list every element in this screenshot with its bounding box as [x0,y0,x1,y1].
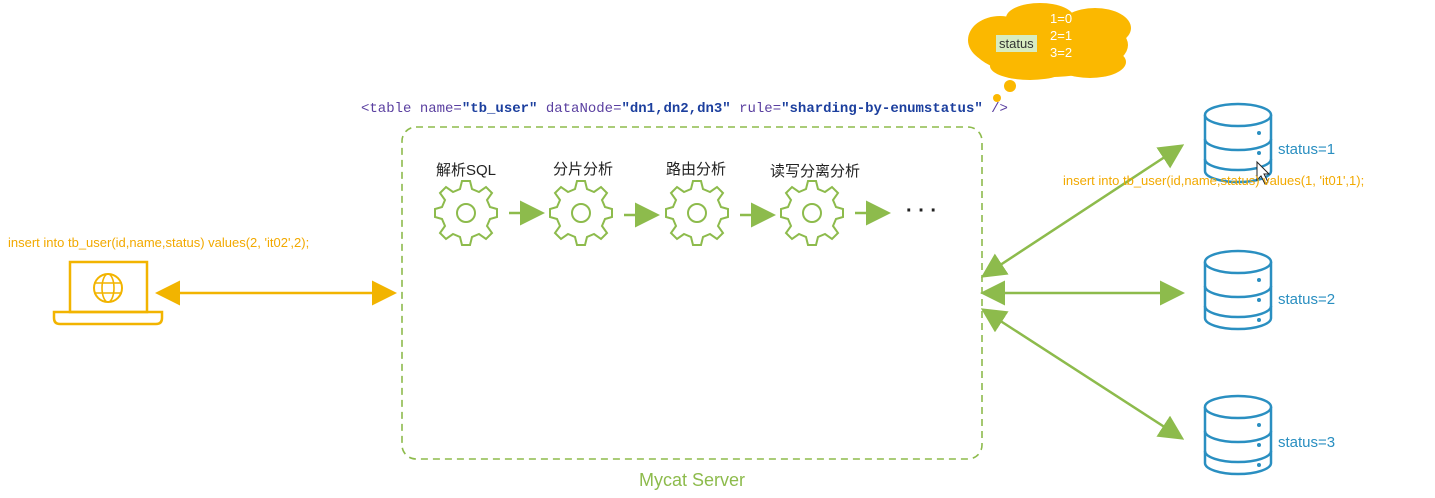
config-open-tag: <table [361,101,420,117]
cloud-bubble-large [1004,80,1016,92]
step-label-rw-split-analysis: 读写分离分析 [770,163,861,180]
database-icon-3 [1203,394,1273,476]
thought-cloud [968,3,1131,102]
step-label-shard-analysis: 分片分析 [553,161,614,178]
db-label-status-2: status=2 [1278,291,1336,308]
cloud-mapping-1: 1=0 [1050,11,1073,26]
cloud-mapping-2: 2=1 [1050,28,1073,43]
config-attr-name: name= [419,101,462,117]
cloud-mappings: 1=0 2=1 3=2 [1050,10,1072,61]
config-attr-rule: rule= [730,101,782,117]
cloud-mapping-3: 3=2 [1050,45,1073,60]
step-label-parse-sql: 解析SQL [436,162,497,179]
table-config-line: <table name="tb_user" dataNode="dn1,dn2,… [361,101,1008,117]
db-label-status-1: status=1 [1278,141,1336,158]
database-icon-2 [1203,249,1273,331]
config-attr-datanode: dataNode= [537,101,622,117]
gear-icon-shard [549,180,613,246]
server-db1-arrow [980,144,1185,278]
laptop-icon [52,260,164,326]
config-attr-value: "tb_user" [461,101,538,117]
cloud-bubble-small [993,94,1001,102]
node-insert-sql: insert into tb_user(id,name,status) valu… [1063,173,1365,188]
cloud-status-key: status [996,35,1037,53]
db-label-status-3: status=3 [1278,434,1336,451]
cursor-icon [1256,160,1271,185]
step-ellipsis: · · · [906,200,938,222]
step-label-route-analysis: 路由分析 [666,161,727,178]
config-close-tag: /> [982,101,1008,117]
client-insert-sql: insert into tb_user(id,name,status) valu… [8,235,310,250]
mycat-server-label: Mycat Server [639,470,746,490]
gear-icon-parse [434,180,498,246]
config-datanode-value: "dn1,dn2,dn3" [621,101,731,117]
gear-icon-rw [780,180,844,246]
gear-icon-route [665,180,729,246]
config-rule-value: "sharding-by-enumstatus" [781,101,983,117]
server-db3-arrow [980,308,1185,440]
